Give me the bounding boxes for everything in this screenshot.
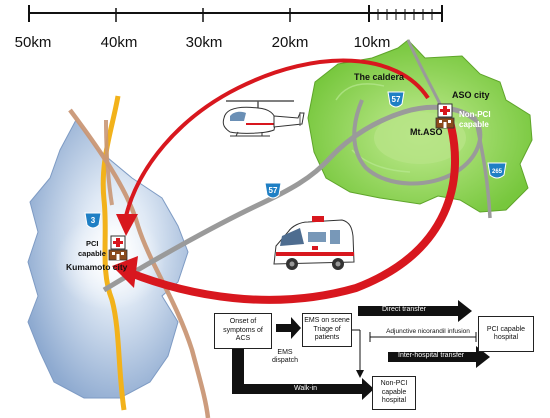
scale-bar: 50km 40km 30km 20km 10km	[15, 5, 443, 51]
route-57-sign-upper: 57	[387, 91, 405, 108]
road-route-57	[102, 104, 478, 293]
road-caldera-ring	[352, 99, 483, 186]
inter-hospital-transfer-label: Inter-hospital transfer	[398, 352, 465, 359]
ambulance-icon	[273, 216, 355, 270]
ems-dispatch-label: EMS dispatch	[270, 349, 300, 365]
road-north	[406, 39, 442, 105]
route-3-sign: 3	[84, 212, 102, 229]
onset-of-symptoms-box: Onset of symptoms of ACS	[214, 313, 272, 349]
svg-text:57: 57	[392, 95, 401, 104]
hospital-cross-icon	[435, 103, 455, 129]
caldera-label: The caldera	[354, 72, 405, 82]
non-pci-capable-label: Non-PCI	[459, 110, 491, 119]
route-57-sign-lower: 57	[264, 182, 282, 199]
arrow-head-kumamoto-lower	[112, 256, 138, 288]
kumamoto-city-label: Kumamoto city	[66, 262, 128, 272]
flowchart-arrows	[232, 300, 490, 400]
direct-transfer-label: Direct transfer	[382, 306, 426, 313]
route-265-sign: 265	[487, 162, 507, 179]
non-pci-capable-label: capable	[459, 120, 489, 129]
scale-label: 20km	[272, 34, 309, 51]
pci-capable-label: PCI	[86, 239, 99, 248]
pci-capable-label: capable	[78, 249, 106, 258]
non-pci-capable-hospital-box: Non-PCI capable hospital	[372, 376, 416, 410]
scale-label: 40km	[101, 34, 138, 51]
inter-hospital-transfer-arrow	[126, 121, 459, 304]
mt-aso-label: Mt.ASO	[410, 127, 443, 137]
helicopter-icon	[222, 100, 305, 137]
road-brown-2	[104, 119, 114, 206]
scale-label: 30km	[186, 34, 223, 51]
ems-on-scene-box: EMS on scene Triage of patients	[302, 313, 352, 347]
aso-city-label: ASO city	[452, 90, 490, 100]
hospital-cross-icon	[108, 235, 128, 261]
ems-dispatch-text: EMS	[277, 349, 293, 356]
svg-text:57: 57	[269, 186, 278, 195]
walk-in-label: Walk-in	[294, 385, 318, 392]
scale-label: 50km	[15, 34, 52, 51]
svg-text:3: 3	[91, 216, 96, 225]
ems-dispatch-text: dispatch	[271, 357, 299, 365]
arrow-head-kumamoto-upper	[116, 214, 138, 236]
road-east	[474, 119, 492, 219]
adjunctive-nicorandil-label: Adjunctive nicorandil infusion	[386, 328, 470, 335]
svg-text:265: 265	[492, 169, 503, 175]
scale-label: 10km	[354, 34, 391, 51]
pci-capable-hospital-box: PCI capable hospital	[478, 316, 534, 352]
direct-transport-arrow	[124, 58, 430, 217]
